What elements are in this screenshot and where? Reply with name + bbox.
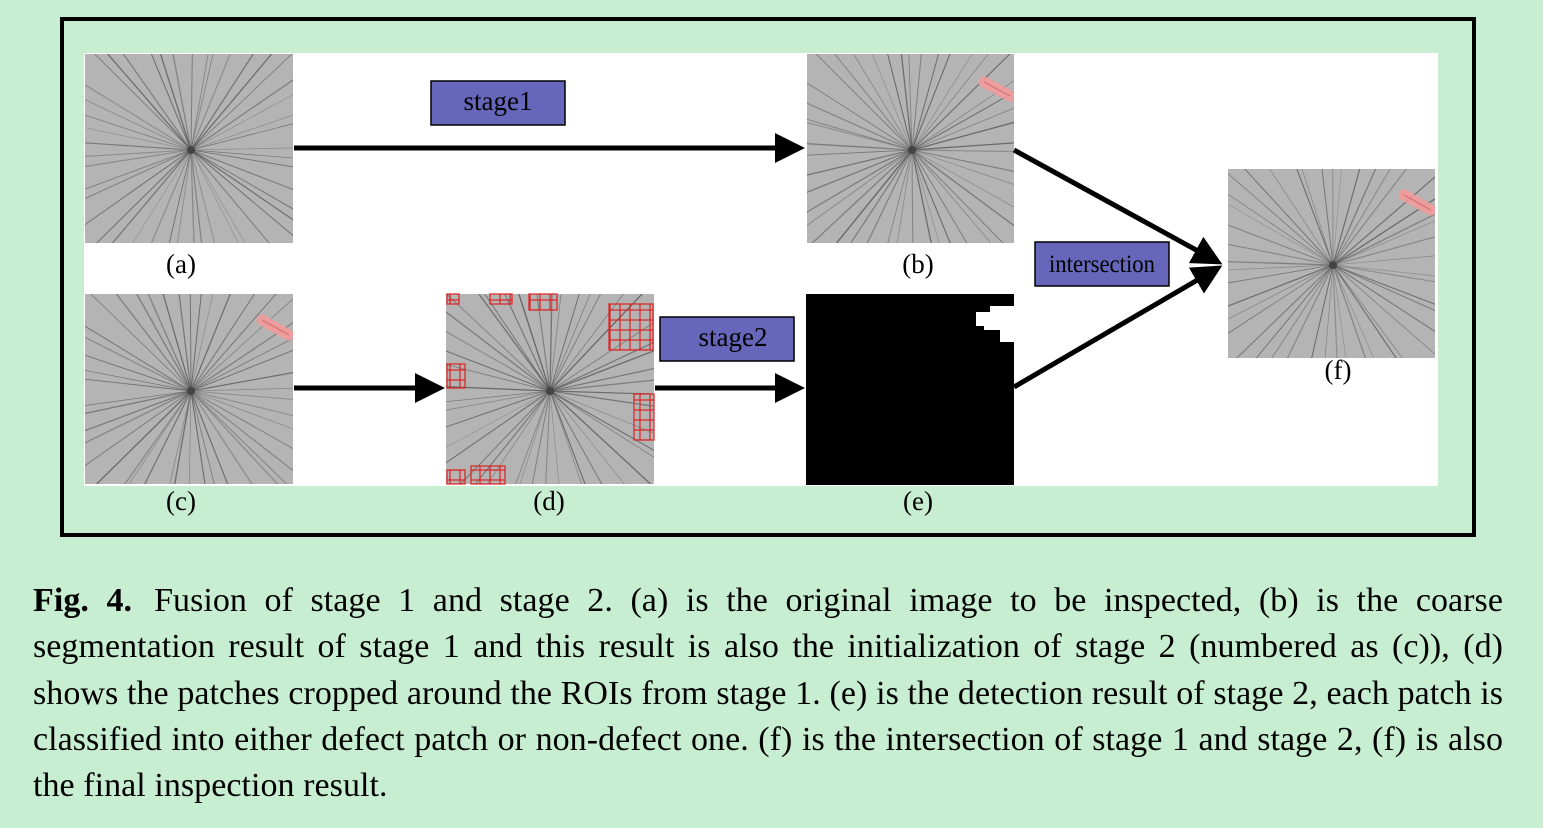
intersection-label: intersection: [1049, 251, 1155, 278]
caption-text: Fusion of stage 1 and stage 2. (a) is th…: [33, 582, 1503, 805]
arrow-b-to-f: [1012, 147, 1223, 265]
panel-e-label: (e): [903, 486, 933, 516]
stage1-label: stage1: [464, 86, 533, 116]
stage2-box: stage2: [659, 316, 795, 362]
panel-f-image: [1228, 169, 1435, 358]
panel-f-label: (f): [1325, 355, 1352, 385]
panel-b-label: (b): [902, 249, 933, 279]
panel-d-label: (d): [533, 486, 564, 516]
stage2-label: stage2: [699, 322, 768, 352]
intersection-box: intersection: [1034, 241, 1170, 287]
figure-caption: Fig. 4.Fusion of stage 1 and stage 2. (a…: [33, 578, 1503, 809]
panel-b-image: [807, 54, 1014, 243]
panel-c-image: [85, 294, 293, 484]
panel-a-label: (a): [166, 249, 196, 279]
panel-e-image: [806, 294, 1014, 485]
panel-a-image: [85, 54, 293, 243]
fusion-diagram: stage1 stage2 intersection (a) (b) (c) (…: [85, 54, 1435, 516]
stage1-box: stage1: [430, 80, 566, 126]
defect-mask-region: [976, 306, 1014, 342]
panel-d-image: [446, 293, 655, 485]
caption-label: Fig. 4.: [33, 582, 133, 619]
arrow-e-to-f: [1012, 265, 1223, 390]
panel-c-label: (c): [166, 486, 196, 516]
